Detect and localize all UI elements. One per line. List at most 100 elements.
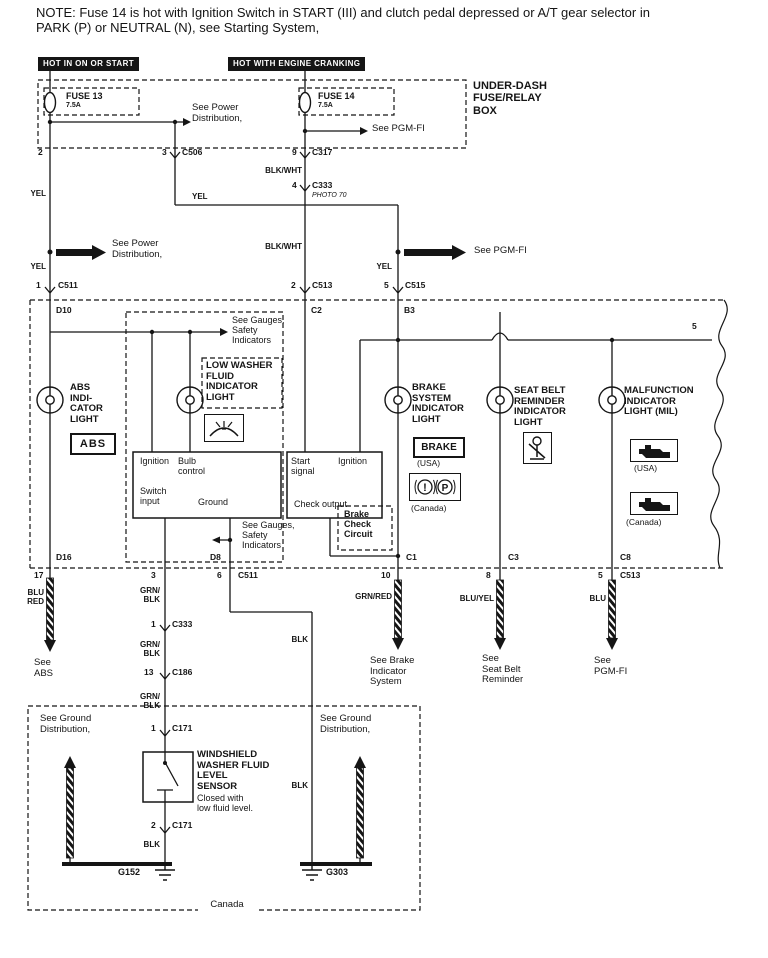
terminal-ignition-2: Ignition xyxy=(338,456,368,466)
brake-canada-telltale-badge: ! P xyxy=(409,473,461,501)
mil-usa-telltale-badge xyxy=(630,439,678,462)
ground-symbols xyxy=(62,862,372,881)
mil-light-label: MALFUNCTION INDICATOR LIGHT (MIL) xyxy=(624,385,694,418)
flow-arrow-triangles xyxy=(44,638,618,768)
brake-usa-label: (USA) xyxy=(417,458,441,468)
mil-canada-label: (Canada) xyxy=(626,517,662,527)
seatbelt-icon xyxy=(528,436,546,460)
fuse13-name: FUSE 13 xyxy=(66,91,103,101)
brake-light-label: BRAKE SYSTEM INDICATOR LIGHT xyxy=(412,382,464,425)
washer-telltale-badge xyxy=(204,414,244,442)
pin-3: 3 xyxy=(162,147,167,157)
abs-light-label: ABS INDI- CATOR LIGHT xyxy=(70,382,103,425)
see-seatbelt-ref: See Seat Belt Reminder xyxy=(482,653,524,686)
fuse14-name: FUSE 14 xyxy=(318,91,355,101)
terminal-ignition-1: Ignition xyxy=(140,456,170,466)
pin-8: 8 xyxy=(486,570,491,580)
connector-chevrons xyxy=(44,151,404,835)
brake-check-unit xyxy=(286,451,383,519)
pin-5: 5 xyxy=(384,280,389,290)
svg-text:P: P xyxy=(442,483,449,494)
pin-d10: D10 xyxy=(56,305,72,315)
connector-c513b: C513 xyxy=(620,570,641,580)
see-pgmfi-ref-top: See PGM-FI xyxy=(372,123,425,134)
connector-c317: C317 xyxy=(312,147,333,157)
low-washer-label-box xyxy=(201,357,283,409)
wire-color-blu-yel: BLU/YEL xyxy=(459,594,494,603)
fuse13-rating: 7.5A xyxy=(66,102,81,109)
pin-13-c186: 13 xyxy=(144,667,154,677)
wire-color-grn-blk-2: GRN/ BLK xyxy=(140,640,160,658)
fuse14-symbol xyxy=(298,91,312,114)
connector-c171a: C171 xyxy=(172,723,193,733)
wires xyxy=(49,71,712,864)
pin-c1: C1 xyxy=(406,552,417,562)
wire-color-blu: BLU xyxy=(589,594,606,603)
pin-1: 1 xyxy=(36,280,41,290)
wire-color-blk-1: BLK xyxy=(143,840,160,849)
pin-2: 2 xyxy=(38,147,43,157)
pin-6: 6 xyxy=(217,570,222,580)
pin-17: 17 xyxy=(34,570,44,580)
washer-circuit-box xyxy=(125,311,284,563)
seatbelt-bulb xyxy=(486,386,514,414)
seatbelt-light-label: SEAT BELT REMINDER INDICATOR LIGHT xyxy=(514,385,566,428)
fuse-symbols xyxy=(43,91,312,114)
crossover-jump xyxy=(491,332,509,341)
component-boxes xyxy=(132,451,383,803)
gauge-assembly-box xyxy=(29,299,724,569)
connector-c513: C513 xyxy=(312,280,333,290)
see-gauges-ref-mid: See Gauges, Safety Indicators xyxy=(242,520,295,551)
wire-color-blk-3: BLK xyxy=(291,781,308,790)
connector-c511b: C511 xyxy=(238,570,258,580)
wire-color-blkwht-2: BLK/WHT xyxy=(265,242,302,251)
washer-sensor-title: WINDSHIELD WASHER FLUID LEVEL SENSOR xyxy=(197,749,270,792)
washer-control-unit xyxy=(132,451,282,519)
wire-color-yel-3: YEL xyxy=(30,262,46,271)
svg-text:!: ! xyxy=(423,482,427,494)
terminal-ground: Ground xyxy=(198,497,229,507)
brake-telltale-text: BRAKE xyxy=(421,442,457,453)
connector-c333b: C333 xyxy=(172,619,193,629)
brake-telltale-badge: BRAKE xyxy=(413,437,465,458)
fuse13-symbol xyxy=(43,91,57,114)
washer-bulb xyxy=(176,386,204,414)
see-pgmfi-ref-mid: See PGM-FI xyxy=(474,245,527,256)
abs-telltale-badge: ABS xyxy=(70,433,116,455)
pin-5m: 5 xyxy=(598,570,603,580)
connector-c171b: C171 xyxy=(172,820,193,830)
brake-bulb xyxy=(384,386,412,414)
torn-edge xyxy=(710,299,728,569)
mil-bulb xyxy=(598,386,626,414)
engine-icon xyxy=(639,497,670,511)
hatched-wires xyxy=(46,577,616,859)
pin-2b: 2 xyxy=(291,280,296,290)
wire-color-grn-blk-1: GRN/ BLK xyxy=(140,586,160,604)
fuse-relay-box-title: UNDER-DASH FUSE/RELAY BOX xyxy=(473,80,547,117)
see-ground-dist-right: See Ground Distribution, xyxy=(320,713,372,735)
terminal-check-output: Check output xyxy=(294,499,348,509)
canada-region-label: Canada xyxy=(198,899,256,911)
connector-c515: C515 xyxy=(405,280,426,290)
pin-c8: C8 xyxy=(620,552,631,562)
pin-b3: B3 xyxy=(404,305,415,315)
see-abs-ref: See ABS xyxy=(34,657,54,679)
pin-c3: C3 xyxy=(508,552,519,562)
terminal-bulb-control: Bulb control xyxy=(178,456,206,477)
mil-canada-telltale-badge xyxy=(630,492,678,515)
photo-ref: PHOTO 70 xyxy=(312,192,347,199)
wire-color-blk-2: BLK xyxy=(291,635,308,644)
connector-c506: C506 xyxy=(182,147,203,157)
see-power-distribution-ref-mid: See Power Distribution, xyxy=(112,238,163,260)
brake-canada-label: (Canada) xyxy=(411,503,447,513)
page-note: NOTE: Fuse 14 is hot with Ignition Switc… xyxy=(36,5,650,35)
reference-arrowheads xyxy=(183,118,368,544)
see-brake-ref: See Brake Indicator System xyxy=(370,655,415,688)
see-power-distribution-ref-top: See Power Distribution, xyxy=(192,102,243,124)
bulb-symbols xyxy=(36,386,626,414)
wire-color-yel-4: YEL xyxy=(376,262,392,271)
washer-level-sensor-box xyxy=(142,751,194,803)
see-pgmfi-ref-bottom: See PGM-FI xyxy=(594,655,628,677)
level-sensor-icon xyxy=(157,752,179,802)
terminal-switch-input: Switch input xyxy=(140,486,167,507)
